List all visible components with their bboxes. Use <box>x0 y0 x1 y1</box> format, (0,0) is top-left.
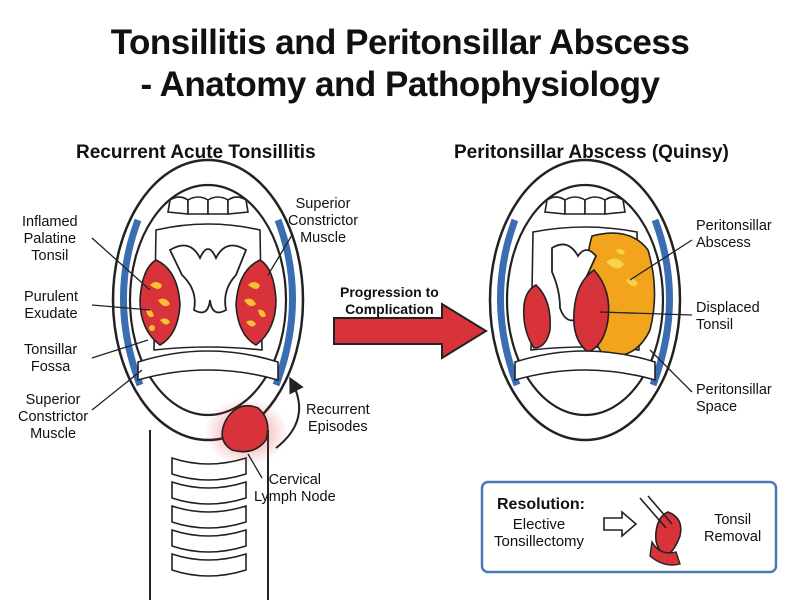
resolution-title: Resolution: <box>497 496 585 513</box>
right-panel-title: Peritonsillar Abscess (Quinsy) <box>454 142 729 163</box>
exudate-spots-left <box>146 282 170 331</box>
title-line-1: Tonsillitis and Peritonsillar Abscess <box>110 23 690 62</box>
upper-teeth <box>167 196 249 215</box>
label-cervical-lymph-node: Cervical Lymph Node <box>254 472 336 505</box>
label-recurrent-episodes: Recurrent Episodes <box>306 402 370 435</box>
left-leader-lines <box>91 234 293 479</box>
upper-teeth-right <box>544 196 626 215</box>
left-mouth <box>111 158 305 600</box>
right-leader-lines <box>599 239 693 393</box>
label-displaced-tonsil: Displaced Tonsil <box>696 300 760 333</box>
label-superior-constrictor-left: Superior Constrictor Muscle <box>18 392 89 442</box>
label-peritonsillar-space: Peritonsillar Space <box>696 382 772 415</box>
label-inflamed-tonsil: Inflamed Palatine Tonsil <box>22 214 78 264</box>
inflamed-tonsil-right <box>235 259 277 346</box>
hollow-arrow <box>603 510 638 538</box>
label-purulent-exudate: Purulent Exudate <box>24 289 79 322</box>
trachea-rings <box>171 456 247 577</box>
exudate-spots-right <box>244 282 266 327</box>
label-tonsillar-fossa: Tonsillar Fossa <box>24 342 78 375</box>
progression-arrow <box>333 302 488 360</box>
label-tonsil-removal: Tonsil Removal <box>704 512 762 545</box>
label-elective-tonsillectomy: Elective Tonsillectomy <box>494 516 585 550</box>
label-progression: Progression to Complication <box>340 284 439 317</box>
label-superior-constrictor-top: Superior Constrictor Muscle <box>288 196 359 246</box>
cervical-lymph-node <box>221 404 269 453</box>
left-panel-title: Recurrent Acute Tonsillitis <box>76 142 316 163</box>
title-line-2: - Anatomy and Pathophysiology <box>140 65 660 104</box>
right-mouth <box>488 158 682 442</box>
label-peritonsillar-abscess: Peritonsillar Abscess <box>696 218 772 251</box>
page-title: Tonsillitis and Peritonsillar Abscess - … <box>0 22 800 106</box>
